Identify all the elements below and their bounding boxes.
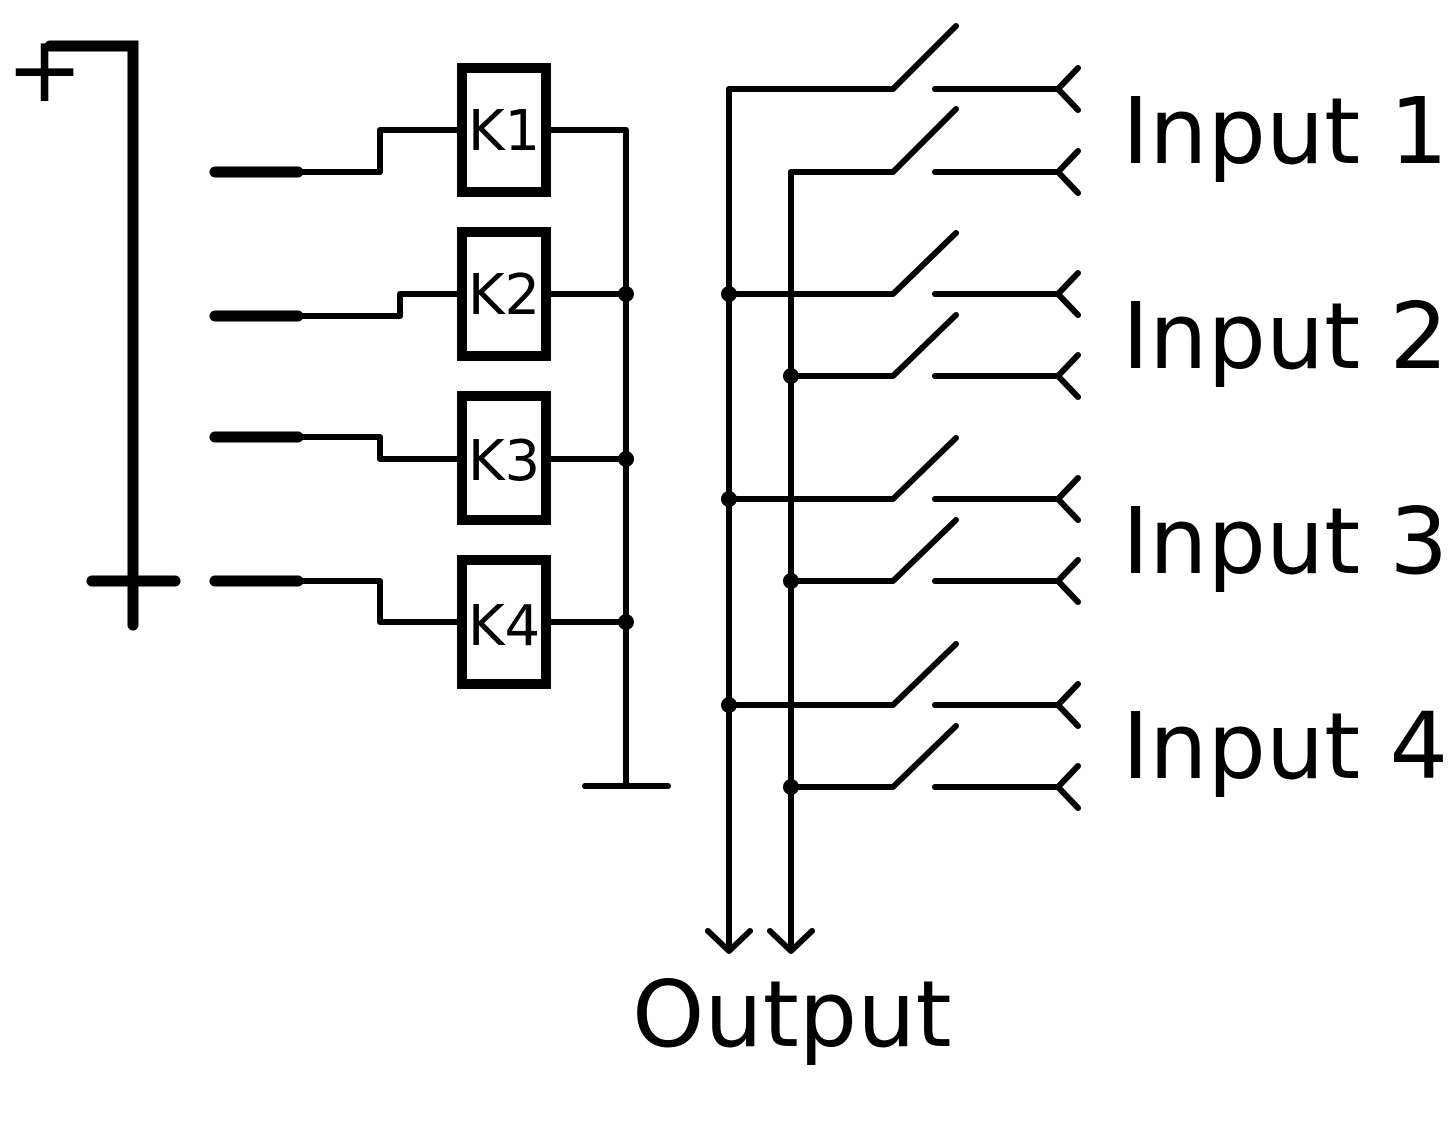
- relay-coil-k2: K2: [457, 227, 551, 361]
- input-4-label: Input 4: [1122, 693, 1448, 800]
- control-line-4: [209, 575, 463, 625]
- plus-label: +: [6, 16, 83, 123]
- relay-label: K4: [468, 594, 540, 659]
- relay-coil-k4: K4: [457, 555, 551, 689]
- contact-4a: [721, 641, 1081, 729]
- supply-rail: [44, 40, 181, 631]
- input-2-label: Input 2: [1122, 283, 1448, 390]
- relay-coil-k3: K3: [457, 391, 551, 525]
- contact-3a: [721, 435, 1081, 523]
- relay-label: K3: [468, 429, 540, 494]
- contact-2b: [783, 312, 1081, 400]
- control-line-3: [209, 431, 463, 462]
- output-bus-a: [705, 86, 896, 954]
- contact-3b: [783, 517, 1081, 605]
- coil-return-bus: [543, 127, 634, 789]
- control-line-1: [209, 127, 463, 178]
- output-label: Output: [632, 961, 952, 1068]
- contact-1a: [890, 23, 1081, 113]
- relay-label: K1: [468, 99, 540, 164]
- input-1-label: Input 1: [1122, 78, 1448, 185]
- relay-label: K2: [468, 263, 540, 328]
- relay-coil-k1: K1: [457, 63, 551, 197]
- output-bus-b: [767, 169, 896, 954]
- contact-1b: [890, 106, 1081, 196]
- control-line-2: [209, 291, 463, 322]
- contact-2a: [721, 230, 1081, 318]
- contact-4b: [783, 723, 1081, 811]
- input-3-label: Input 3: [1122, 488, 1448, 595]
